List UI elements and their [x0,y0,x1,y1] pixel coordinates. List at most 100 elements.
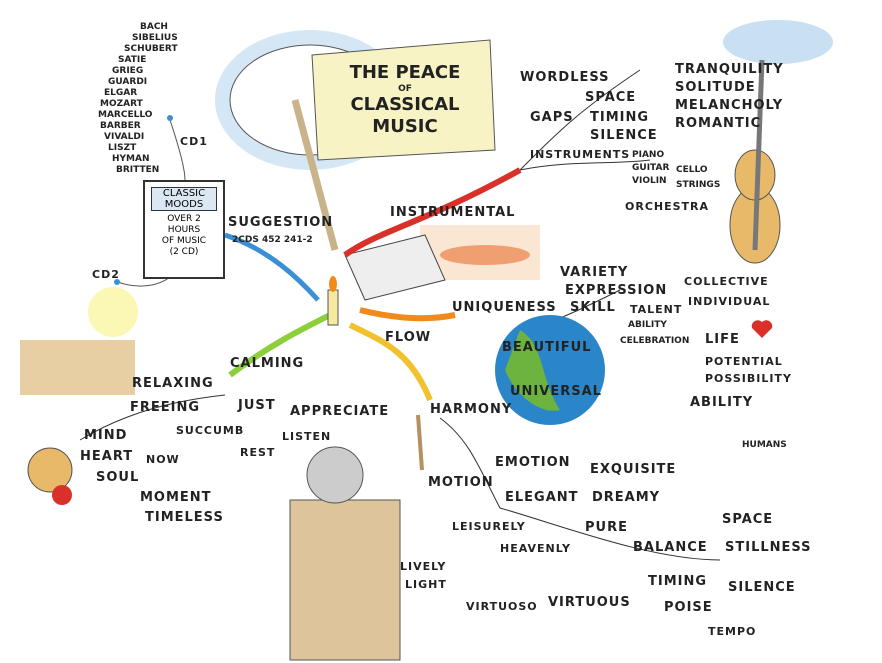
node: POTENTIAL [705,355,783,368]
node: MOTION [428,475,494,490]
composer: BARBER [100,121,141,131]
sun-icon [88,287,138,337]
composer: ELGAR [104,88,138,98]
node: LISTEN [282,430,332,443]
composer: SATIE [118,55,147,65]
node: TEMPO [708,625,757,638]
branch-label-suggestion: SUGGESTION [228,215,334,230]
node: REST [240,446,276,459]
node: EMOTION [495,455,571,470]
node: SUCCUMB [176,424,245,437]
branch-suggestion [224,232,320,302]
node: TIMING [590,110,650,125]
cd2-label: CD2 [92,268,120,281]
node: STILLNESS [725,540,812,555]
node: RELAXING [132,376,214,391]
branch-calming [228,312,332,378]
composer: SCHUBERT [124,44,178,54]
cd-box-line: OVER 2 [167,214,201,224]
beach-scene [20,340,135,395]
node: ABILITY [690,395,754,410]
node: TIMING [648,574,708,589]
node: EXQUISITE [590,462,677,477]
node: LIVELY [400,560,447,573]
violin-neck [752,59,765,251]
node: ABILITY [628,320,667,330]
title-line-1: THE PEACE [349,62,461,83]
node: EXPRESSION [565,283,668,298]
cd-box: CLASSIC MOODS OVER 2 HOURS OF MUSIC (2 C… [143,180,225,279]
node: VIRTUOUS [548,595,631,610]
node: VARIETY [560,265,629,280]
sunset-glow [440,245,530,265]
candle-icon [327,289,339,326]
node: INSTRUMENTS [530,148,631,161]
node: APPRECIATE [290,404,390,419]
node: SILENCE [590,128,658,143]
composer: HYMAN [112,154,150,164]
node: SOUL [96,470,140,485]
composer: GUARDI [108,77,148,87]
node: POISE [664,600,713,615]
composer: MOZART [100,99,143,109]
node: ELEGANT [505,490,579,505]
node: WORDLESS [520,70,610,85]
cd-box-label: CLASSIC MOODS [151,187,217,211]
node: TIMELESS [145,510,224,525]
node: TRANQUILITY [675,62,784,77]
node: GAPS [530,110,574,125]
title-scroll [311,39,496,161]
conductor-figure [289,499,401,661]
cd1-link [169,119,186,181]
branch-instrumental [343,167,522,258]
composer: MARCELLO [98,110,153,120]
cd-box-line: HOURS [167,225,201,235]
node: HEAVENLY [500,542,571,555]
node: GUITAR [632,163,670,173]
branch-label-uniqueness: UNIQUENESS [452,300,557,315]
node: CELEBRATION [620,336,690,346]
node: HEART [80,449,134,464]
cd-box-line: (2 CD) [169,247,199,257]
title-line-4: MUSIC [372,116,438,137]
node: DREAMY [592,490,661,505]
node: SKILL [570,300,616,315]
cd2-node [114,279,120,285]
node: ORCHESTRA [625,200,710,213]
branch-label-flow: FLOW [385,330,432,345]
title-line-3: CLASSICAL [350,94,460,115]
conductor-head [306,446,364,504]
branch-uniqueness [359,307,456,322]
node: TALENT [630,303,683,316]
suggestion-sub: 2CDS 452 241-2 [232,235,313,245]
node: LIFE [705,332,740,347]
composer: SIBELIUS [132,33,178,43]
branch-line [519,69,641,171]
node: STRINGS [676,180,721,190]
node: ROMANTIC [675,116,762,131]
earth-land [505,330,560,411]
branch-label-instrumental: INSTRUMENTAL [390,205,516,220]
heart-organ-icon [52,485,72,505]
node: MIND [84,428,128,443]
node: MOMENT [140,490,212,505]
node: HARMONY [430,402,513,417]
node: BALANCE [633,540,708,555]
branch-line [439,417,721,561]
heart-icon [751,320,773,338]
branch-label-calming: CALMING [230,356,305,371]
cd1-label: CD1 [180,135,208,148]
node: SOLITUDE [675,80,756,95]
node: INDIVIDUAL [688,295,771,308]
node: POSSIBILITY [705,372,792,385]
node: NOW [146,453,180,466]
title-line-2: OF [398,84,412,94]
composer: LISZT [108,143,137,153]
node: JUST [238,398,276,413]
branch-line [519,159,651,171]
cd1-node [167,115,173,121]
node: FREEING [130,400,201,415]
book-icon [344,234,446,301]
